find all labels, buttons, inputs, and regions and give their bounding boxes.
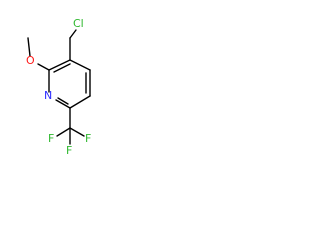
chlorine-atom-label: Cl — [73, 17, 84, 30]
fluorine-atom-label-bottom: F — [66, 144, 72, 157]
bond-c6-n — [55, 99, 71, 109]
fluorine-atom-label-left: F — [48, 132, 54, 145]
bond-c2-c3 — [48, 59, 71, 71]
bond-cf3-f-left — [56, 127, 71, 137]
bond-o-ch3 — [27, 37, 31, 57]
oxygen-atom-label: O — [26, 54, 35, 67]
bond-c2-o — [37, 63, 50, 71]
chemical-structure: Cl O N F F F — [26, 17, 91, 157]
bond-c5-c6 — [69, 95, 91, 109]
bond-c3-c4 — [69, 59, 91, 71]
double-bond-c2-c3 — [53, 63, 71, 73]
nitrogen-atom-label: N — [44, 89, 52, 102]
fluorine-atom-label-right: F — [85, 132, 91, 145]
double-bond-c6-n — [57, 97, 69, 105]
bond-cf3-f-right — [69, 127, 85, 137]
bond-ch2-cl — [69, 29, 77, 39]
